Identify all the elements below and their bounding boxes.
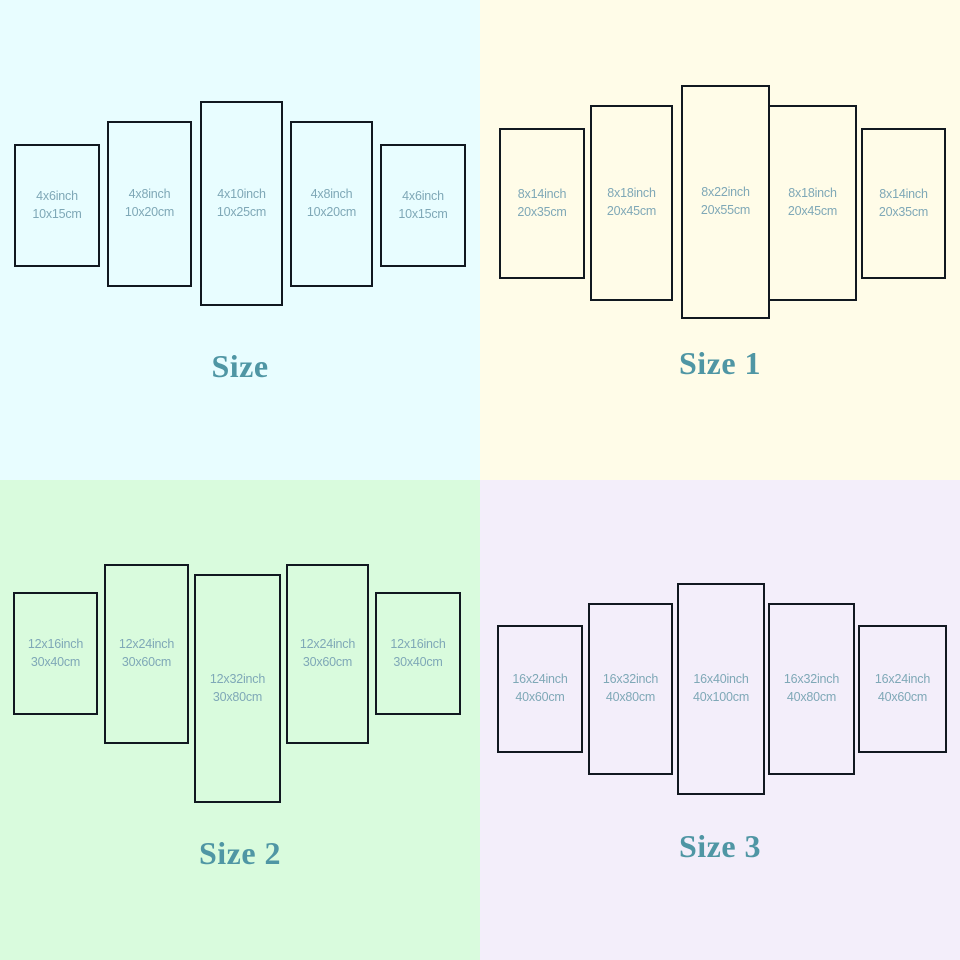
panel-size-inches: 4x6inch (402, 188, 444, 203)
panel-size-label: 16x32inch 40x80cm (603, 671, 658, 707)
panel-size-inches: 12x16inch (390, 636, 446, 651)
panel-size-inches: 8x14inch (517, 186, 567, 201)
panel-size-label: 16x24inch 40x60cm (875, 671, 930, 707)
panel-size-label: 4x6inch 10x15cm (398, 188, 448, 224)
panel-size-inches: 4x8inch (310, 187, 353, 202)
panel-size-inches: 12x24inch (299, 637, 356, 652)
panel-size-inches: 12x24inch (118, 637, 175, 652)
panel-size-cm: 10x20cm (124, 205, 175, 219)
canvas-panel[interactable]: 16x32inch 40x80cm (588, 603, 673, 775)
panel-size-label: 4x8inch 10x20cm (306, 186, 357, 222)
panel-size-cm: 30x40cm (393, 654, 443, 669)
panel-size-cm: 30x40cm (30, 654, 81, 669)
panel-size-cm: 20x35cm (878, 204, 929, 219)
panel-size-cm: 20x55cm (700, 203, 751, 217)
panel-size-inches: 12x32inch (209, 671, 266, 686)
size-group-size-1: 8x14inch 20x35cm 8x18inch 20x45cm 8x22inch 20… (480, 0, 960, 480)
panel-size-cm: 40x60cm (877, 690, 928, 704)
panel-size-inches: 16x40inch (693, 672, 749, 687)
panel-group-size: 4x6inch 10x15cm 4x8inch 10x20cm 4x10inch 10x2… (0, 0, 480, 480)
panel-size-cm: 10x20cm (306, 205, 357, 219)
panel-size-inches: 4x10inch (217, 186, 266, 201)
size-group-title: Size 2 (198, 835, 282, 871)
panel-size-label: 8x18inch 20x45cm (606, 185, 657, 221)
panel-size-inches: 16x32inch (783, 672, 840, 687)
panel-size-label: 12x24inch 30x60cm (300, 636, 355, 672)
canvas-panel[interactable]: 16x24inch 40x60cm (497, 625, 583, 753)
size-group-title: Size (211, 348, 269, 384)
canvas-panel[interactable]: 8x18inch 20x45cm (590, 105, 673, 301)
panel-group-size-2: 12x16inch 30x40cm 12x24inch 30x60cm 12x32inc… (0, 480, 480, 960)
panel-size-inches: 8x22inch (701, 185, 750, 200)
panel-size-cm: 10x15cm (32, 206, 82, 221)
panel-size-inches: 8x18inch (607, 186, 656, 201)
panel-size-label: 4x6inch 10x15cm (32, 188, 82, 224)
panel-size-cm: 40x60cm (515, 690, 565, 704)
panel-size-label: 16x40inch 40x100cm (693, 671, 749, 707)
size-group-title: Size 1 (678, 345, 762, 381)
canvas-panel[interactable]: 12x24inch 30x60cm (104, 564, 189, 744)
panel-size-cm: 40x80cm (605, 690, 656, 704)
panel-size-cm: 40x100cm (692, 690, 750, 704)
panel-size-label: 8x22inch 20x55cm (700, 184, 751, 220)
canvas-panel[interactable]: 12x24inch 30x60cm (286, 564, 369, 744)
canvas-panel[interactable]: 8x18inch 20x45cm (768, 105, 857, 301)
canvas-panel[interactable]: 12x32inch 30x80cm (194, 574, 281, 803)
panel-size-label: 4x8inch 10x20cm (124, 186, 175, 222)
panel-size-cm: 20x35cm (517, 204, 567, 219)
size-group-size-2: 12x16inch 30x40cm 12x24inch 30x60cm 12x32inc… (0, 480, 480, 960)
canvas-panel[interactable]: 8x14inch 20x35cm (861, 128, 946, 279)
canvas-panel[interactable]: 16x32inch 40x80cm (768, 603, 855, 775)
canvas-panel[interactable]: 8x22inch 20x55cm (681, 85, 770, 319)
panel-size-cm: 10x15cm (398, 206, 448, 221)
canvas-panel[interactable]: 16x24inch 40x60cm (858, 625, 947, 753)
panel-size-label: 12x24inch 30x60cm (119, 636, 174, 672)
canvas-panel[interactable]: 8x14inch 20x35cm (499, 128, 585, 279)
panel-size-cm: 20x45cm (787, 204, 838, 218)
canvas-panel[interactable]: 12x16inch 30x40cm (375, 592, 461, 715)
panel-group-size-3: 16x24inch 40x60cm 16x32inch 40x80cm 16x40inc… (480, 480, 960, 960)
panel-size-label: 8x14inch 20x35cm (517, 186, 567, 222)
size-group-title: Size 3 (678, 828, 762, 864)
panel-size-label: 16x24inch 40x60cm (512, 671, 567, 707)
panel-size-inches: 8x18inch (788, 186, 837, 201)
canvas-panel[interactable]: 4x10inch 10x25cm (200, 101, 283, 306)
panel-size-cm: 30x80cm (212, 689, 263, 704)
canvas-panel[interactable]: 4x8inch 10x20cm (290, 121, 373, 287)
panel-size-inches: 4x8inch (128, 187, 171, 202)
panel-size-inches: 12x16inch (27, 636, 84, 651)
panel-size-label: 12x16inch 30x40cm (390, 636, 445, 672)
panel-size-cm: 10x25cm (216, 204, 267, 219)
size-group-size-3: 16x24inch 40x60cm 16x32inch 40x80cm 16x40inc… (480, 480, 960, 960)
panel-size-label: 16x32inch 40x80cm (784, 671, 839, 707)
panel-size-label: 12x32inch 30x80cm (210, 671, 265, 707)
panel-size-inches: 16x24inch (512, 672, 568, 687)
canvas-panel[interactable]: 12x16inch 30x40cm (13, 592, 98, 715)
panel-size-cm: 30x60cm (121, 655, 172, 669)
canvas-panel[interactable]: 4x6inch 10x15cm (14, 144, 100, 267)
canvas-panel[interactable]: 4x6inch 10x15cm (380, 144, 466, 267)
panel-size-inches: 16x32inch (602, 672, 659, 687)
panel-size-label: 12x16inch 30x40cm (28, 636, 83, 672)
panel-size-cm: 40x80cm (786, 690, 837, 704)
panel-size-inches: 4x6inch (36, 188, 78, 203)
canvas-panel[interactable]: 4x8inch 10x20cm (107, 121, 192, 287)
panel-size-label: 8x18inch 20x45cm (787, 185, 838, 221)
size-group-size: 4x6inch 10x15cm 4x8inch 10x20cm 4x10inch 10x2… (0, 0, 480, 480)
canvas-panel[interactable]: 16x40inch 40x100cm (677, 583, 765, 795)
panel-size-cm: 20x45cm (606, 204, 657, 218)
panel-group-size-1: 8x14inch 20x35cm 8x18inch 20x45cm 8x22inch 20… (480, 0, 960, 480)
panel-size-label: 4x10inch 10x25cm (216, 186, 267, 222)
panel-size-label: 8x14inch 20x35cm (878, 186, 929, 222)
panel-size-cm: 30x60cm (302, 655, 353, 669)
panel-size-inches: 16x24inch (874, 672, 931, 687)
panel-size-inches: 8x14inch (879, 186, 928, 201)
